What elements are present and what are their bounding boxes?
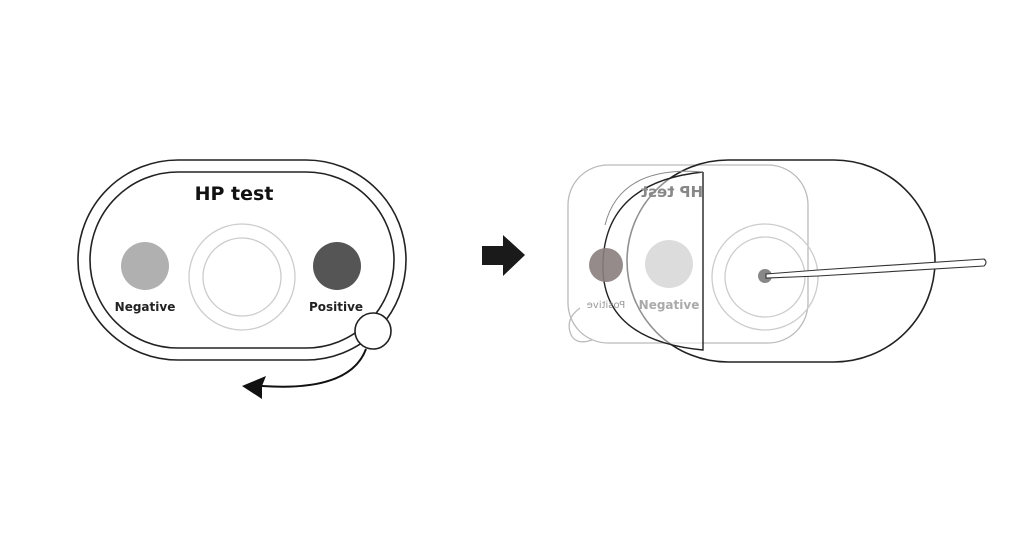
negative-label: Negative <box>639 298 700 312</box>
inner-cover <box>89 171 395 349</box>
arrow-right-icon <box>482 235 525 276</box>
positive-indicator <box>589 248 623 282</box>
ghost-tab <box>568 307 593 343</box>
positive-label: Positive <box>309 300 363 314</box>
curved-arrow-icon <box>242 348 367 399</box>
pull-tab <box>354 312 392 350</box>
negative-indicator <box>645 240 693 288</box>
negative-indicator <box>121 242 169 290</box>
sample-well-inner <box>202 237 282 317</box>
sample-blob <box>758 269 772 283</box>
right-device: HP test Negative Positive <box>567 159 987 363</box>
sample-well-outer <box>188 223 296 331</box>
negative-label: Negative <box>115 300 176 314</box>
swab-stick <box>765 258 987 279</box>
flipped-cover-arc <box>604 170 704 226</box>
positive-indicator <box>313 242 361 290</box>
sample-well-outer <box>711 223 819 331</box>
device-title: HP test <box>195 183 274 205</box>
device-title-mirrored: HP test <box>641 183 703 201</box>
left-device: HP test Negative Positive <box>77 159 407 361</box>
positive-label-mirrored: Positive <box>587 300 626 311</box>
